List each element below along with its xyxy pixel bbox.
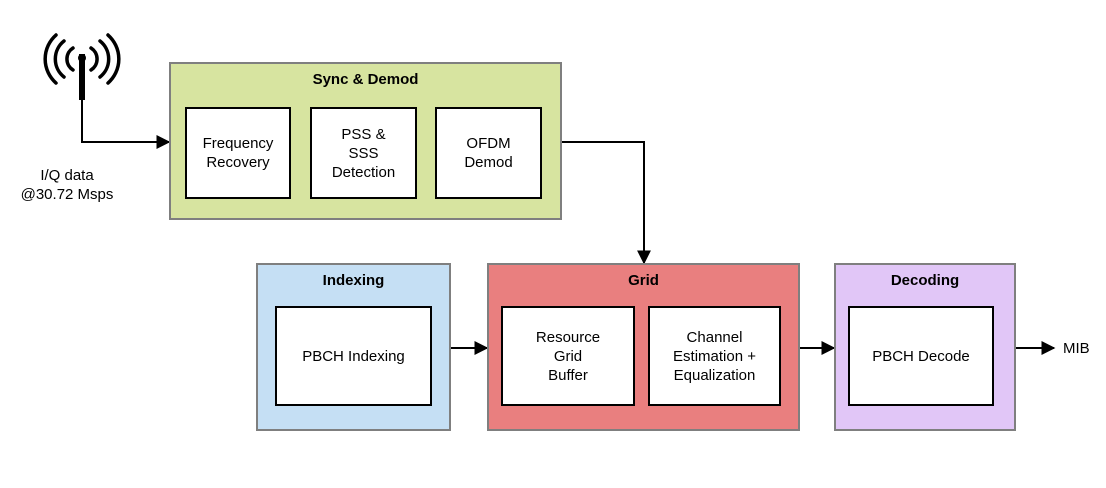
input-label: I/Q data @30.72 Msps — [20, 167, 114, 203]
pss-sss-detection-block: PSS & SSS Detection — [310, 107, 417, 199]
antenna-icon — [43, 33, 121, 100]
arrow-antenna-to-sync — [81, 100, 171, 149]
indexing-title: Indexing — [322, 272, 385, 289]
resource-grid-buffer-block: Resource Grid Buffer — [501, 306, 635, 406]
pbch-decode-block: PBCH Decode — [848, 306, 994, 406]
frequency-recovery-block: Frequency Recovery — [185, 107, 291, 199]
grid-title: Grid — [628, 272, 659, 289]
pbch-indexing-block: PBCH Indexing — [275, 306, 432, 406]
arrow-sync-to-grid — [562, 141, 651, 265]
channel-estimation-block: Channel Estimation + Equalization — [648, 306, 781, 406]
decoding-title: Decoding — [890, 272, 960, 289]
sync-demod-title: Sync & Demod — [312, 71, 419, 88]
ofdm-demod-block: OFDM Demod — [435, 107, 542, 199]
output-label: MIB — [1063, 340, 1090, 357]
